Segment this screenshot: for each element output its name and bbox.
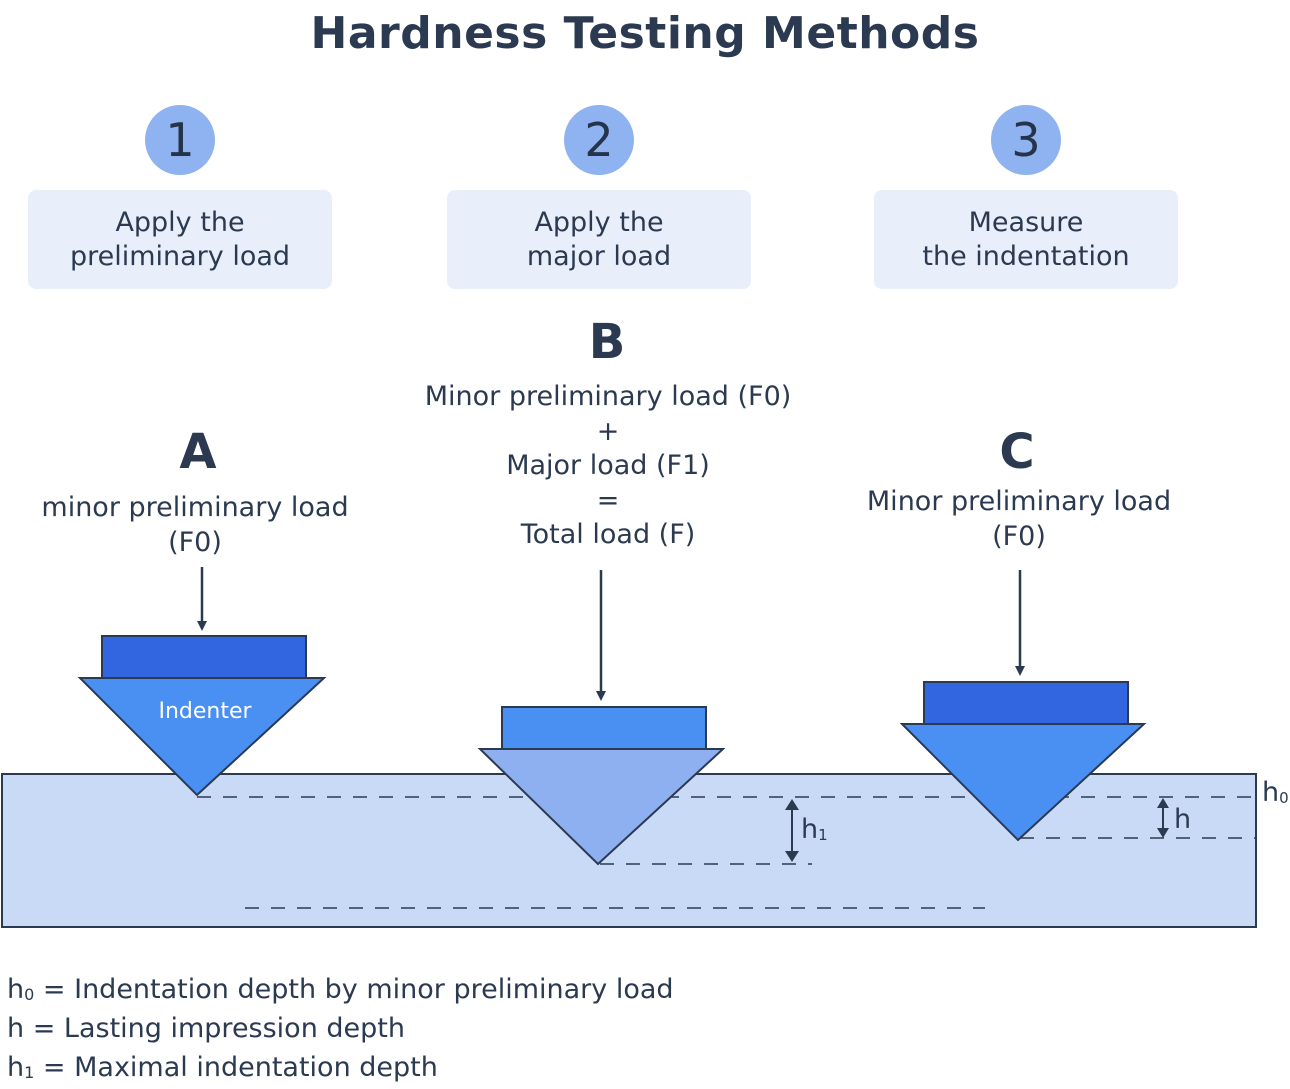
- legend-h1-sub: 1: [24, 1063, 35, 1082]
- legend-h0-text: = Indentation depth by minor preliminary…: [34, 974, 674, 1005]
- h-arrow-top: [1157, 798, 1169, 808]
- indenter-label: Indenter: [158, 699, 252, 724]
- h1-label-sub: 1: [818, 826, 828, 844]
- legend-item-h: h = Lasting impression depth: [7, 1013, 405, 1044]
- stage-b-letter: B: [588, 314, 626, 370]
- h0-label-base: h: [1262, 777, 1280, 808]
- indenter-a-body: [101, 635, 307, 679]
- step-2-line1: Apply the: [534, 206, 664, 238]
- indenter-a-tip: [77, 677, 327, 797]
- step-3-badge: 3: [991, 105, 1061, 175]
- stage-c-caption: Minor preliminary load (F0): [844, 484, 1194, 554]
- stage-b-line1: Minor preliminary load (F0): [424, 381, 792, 412]
- step-1-line2: preliminary load: [69, 240, 291, 272]
- legend-item-h0: h0 = Indentation depth by minor prelimin…: [7, 974, 674, 1005]
- h1-arrow-top: [785, 799, 799, 810]
- step-3-box: Measure the indentation: [874, 190, 1178, 289]
- stage-b-line5: Total load (F): [520, 519, 696, 550]
- h-arrow-bottom: [1157, 828, 1169, 838]
- step-2-line2: major load: [526, 240, 672, 272]
- legend-item-h1: h1 = Maximal indentation depth: [7, 1052, 438, 1083]
- indenter-c-tip: [899, 723, 1147, 842]
- step-1-box: Apply the preliminary load: [28, 190, 332, 289]
- h0-label: h0: [1262, 777, 1289, 808]
- stage-c-line2: (F0): [992, 521, 1046, 552]
- step-2-badge: 2: [564, 105, 634, 175]
- stage-a-caption: minor preliminary load (F0): [20, 490, 370, 560]
- step-3-line1: Measure: [968, 206, 1084, 238]
- legend-h1-text: = Maximal indentation depth: [34, 1052, 438, 1083]
- h1-label: h1: [801, 814, 828, 845]
- step-3-line2: the indentation: [922, 240, 1130, 272]
- h0-label-sub: 0: [1279, 789, 1289, 807]
- stage-b-line2: +: [596, 415, 620, 447]
- page-title: Hardness Testing Methods: [310, 8, 980, 59]
- legend-h-base: h: [7, 1013, 25, 1044]
- legend-h0-base: h: [7, 974, 25, 1005]
- h1-arrow-bottom: [785, 851, 799, 862]
- indenter-c-body: [923, 681, 1129, 725]
- legend-h-text: = Lasting impression depth: [24, 1013, 405, 1044]
- h-label: h: [1174, 804, 1191, 835]
- stage-a-line1: minor preliminary load: [41, 492, 349, 523]
- stage-c-line1: Minor preliminary load: [866, 486, 1172, 517]
- h1-label-base: h: [801, 814, 819, 845]
- stage-b-line4: =: [596, 484, 620, 516]
- stage-b-line3: Major load (F1): [506, 450, 710, 481]
- step-1-badge: 1: [145, 105, 215, 175]
- h-label-text: h: [1174, 804, 1192, 835]
- stage-b-caption: Minor preliminary load (F0) + Major load…: [408, 380, 808, 553]
- indenter-b-tip: [477, 748, 726, 866]
- step-2-box: Apply the major load: [447, 190, 751, 289]
- legend-h1-base: h: [7, 1052, 25, 1083]
- stage-a-letter: A: [179, 424, 217, 480]
- legend-h0-sub: 0: [24, 985, 35, 1004]
- stage-a-line2: (F0): [168, 527, 222, 558]
- step-1-line1: Apply the: [115, 206, 245, 238]
- indenter-b-body: [501, 706, 707, 750]
- stage-c-letter: C: [999, 424, 1035, 480]
